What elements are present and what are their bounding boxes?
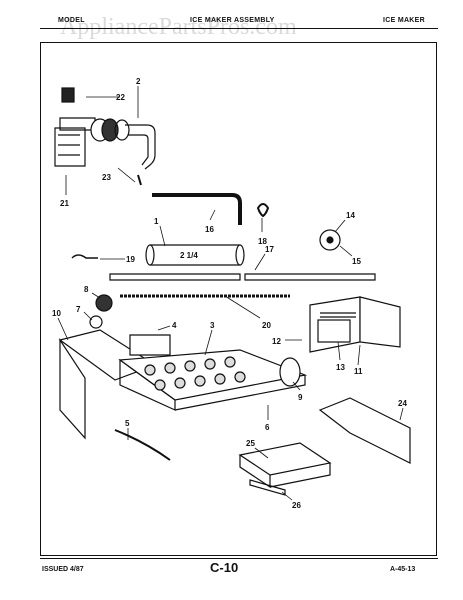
- footer-issued: ISSUED 4/87: [42, 566, 84, 573]
- callout-15: 15: [352, 257, 361, 266]
- fill-cup-heater-part: [145, 244, 245, 266]
- mold-body-part: [58, 329, 308, 440]
- callout-fraction: 2 1/4: [180, 251, 198, 260]
- diagram-frame: [40, 42, 437, 556]
- control-housing-part: [309, 296, 401, 353]
- callout-21: 21: [60, 199, 69, 208]
- callout-26: 26: [292, 501, 301, 510]
- callout-10: 10: [52, 309, 61, 318]
- shelf-part: [318, 397, 411, 464]
- callout-2: 2: [136, 77, 141, 86]
- callout-3: 3: [210, 321, 215, 330]
- clamp-part: [256, 203, 270, 218]
- footer-page: C-10: [210, 560, 239, 575]
- callout-17: 17: [265, 245, 274, 254]
- watermark: AppliancePartsPros.com: [60, 14, 297, 40]
- callout-14: 14: [346, 211, 355, 220]
- callout-1: 1: [154, 217, 159, 226]
- callout-25: 25: [246, 439, 255, 448]
- rail-part: [109, 273, 241, 281]
- callout-7: 7: [76, 305, 81, 314]
- callout-16: 16: [205, 225, 214, 234]
- washer-part: [319, 229, 341, 251]
- header-rule: [40, 28, 438, 29]
- callout-6: 6: [265, 423, 270, 432]
- water-valve-part: [54, 87, 156, 186]
- ice-bin-part: [238, 442, 332, 489]
- harness-part: [114, 429, 171, 461]
- header-section: ICE MAKER: [383, 17, 425, 24]
- callout-11: 11: [354, 367, 363, 376]
- header-assembly: ICE MAKER ASSEMBLY: [190, 17, 275, 24]
- callout-8: 8: [84, 285, 89, 294]
- callout-18: 18: [258, 237, 267, 246]
- callout-13: 13: [336, 363, 345, 372]
- bin-slide-part: [249, 479, 286, 496]
- fill-tube-part: [152, 193, 242, 225]
- footer-rule: [40, 558, 438, 559]
- callout-12: 12: [272, 337, 281, 346]
- footer-code: A-45-13: [390, 566, 416, 573]
- header-model: MODEL: [58, 17, 85, 24]
- callout-9: 9: [298, 393, 303, 402]
- callout-4: 4: [172, 321, 177, 330]
- cam-part: [95, 294, 113, 312]
- callout-5: 5: [125, 419, 130, 428]
- callout-20: 20: [262, 321, 271, 330]
- callout-19: 19: [126, 255, 135, 264]
- callout-23: 23: [102, 173, 111, 182]
- gear-part: [89, 315, 103, 329]
- callout-22: 22: [116, 93, 125, 102]
- callout-24: 24: [398, 399, 407, 408]
- clip-part: [71, 254, 98, 259]
